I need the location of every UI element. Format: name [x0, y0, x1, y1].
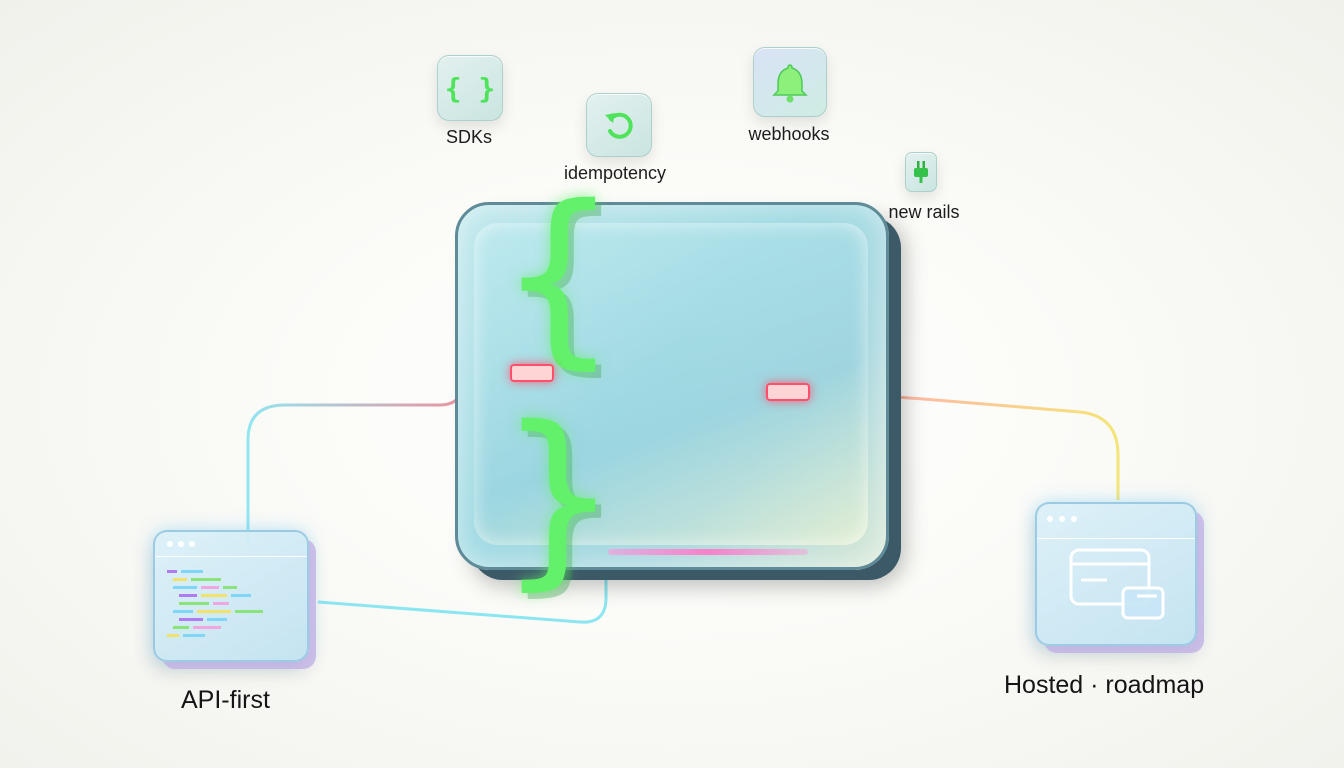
code-window-icon [167, 570, 263, 637]
node-label-hosted-roadmap: Hosted · roadmap [1004, 671, 1205, 699]
feature-tile-sdks: { } [437, 55, 503, 121]
hosted-window [1035, 502, 1197, 646]
retry-arrow-icon [605, 112, 633, 139]
port-left [510, 364, 554, 382]
card-edge-glow [608, 549, 808, 555]
feature-label-new-rails: new rails [888, 202, 960, 222]
window-titlebar [1037, 504, 1195, 539]
curly-braces-icon: { } [444, 71, 496, 105]
port-right [766, 383, 810, 401]
feature-tile-new-rails [905, 152, 937, 192]
plug-icon [914, 161, 928, 183]
feature-label-idempotency: idempotency [563, 163, 667, 183]
feature-tile-idempotency [586, 93, 652, 157]
feature-tile-webhooks [753, 47, 827, 117]
feature-label-webhooks: webhooks [748, 124, 830, 144]
feature-label-sdks: SDKs [445, 127, 493, 147]
curly-braces-icon: { } [498, 165, 659, 607]
bell-icon [772, 64, 808, 103]
card-wallet-window-icon [1069, 548, 1165, 620]
core-api-card: { } [455, 165, 889, 607]
api-first-window [153, 530, 309, 662]
window-titlebar [155, 532, 307, 557]
wire-left-bottom [317, 548, 608, 624]
node-label-api-first: API-first [181, 686, 270, 714]
